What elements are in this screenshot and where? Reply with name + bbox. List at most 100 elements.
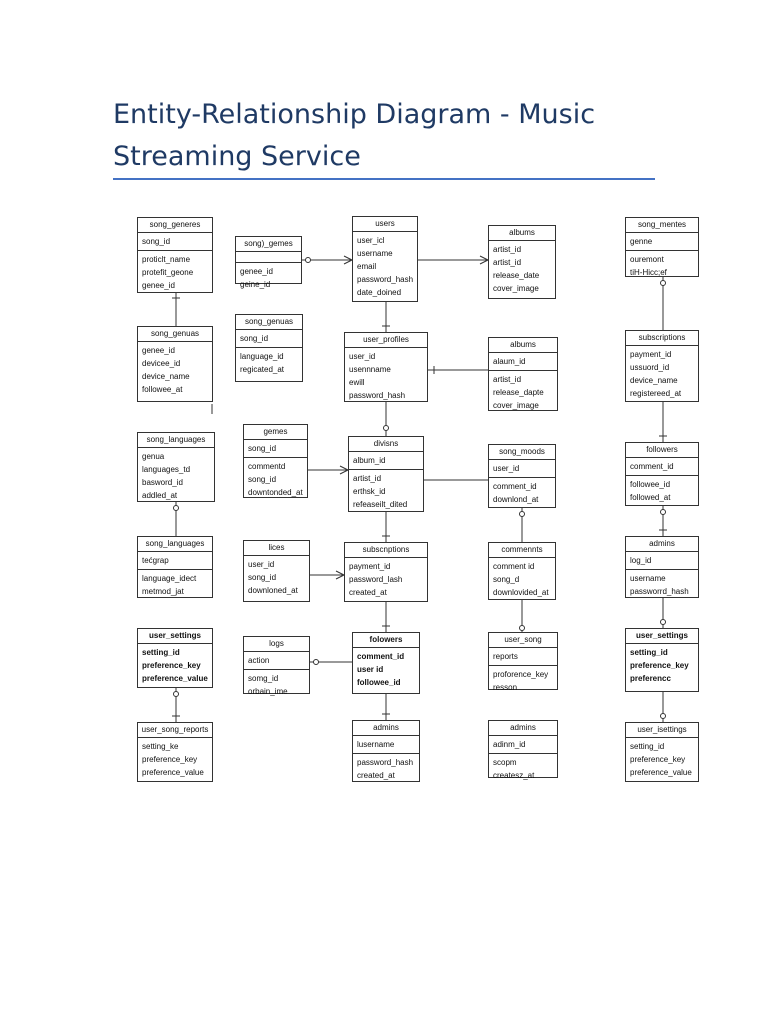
entity-section xyxy=(236,252,301,263)
entity-attribute: proticlt_name xyxy=(142,255,191,264)
entity-attribute: song_id xyxy=(248,573,277,582)
entity-attribute: song_id xyxy=(248,475,277,484)
entity-attribute: song_id xyxy=(240,334,269,343)
entity-attribute: cover_image xyxy=(493,401,539,410)
entity-attribute: followee_at xyxy=(142,385,183,394)
entity-section: lusername xyxy=(353,736,419,754)
crowfoot xyxy=(335,574,345,580)
entity-attribute: password_hash xyxy=(357,275,414,284)
entity-attribute: log_id xyxy=(630,556,652,565)
entity-attribute: genne xyxy=(630,237,653,246)
entity-title: gemes xyxy=(244,425,307,440)
entity-title: user_song xyxy=(489,633,557,648)
entity-attribute: action xyxy=(248,656,270,665)
entity-attribute: orbain_ime xyxy=(248,687,288,696)
crowfoot xyxy=(339,465,349,471)
entity-title: divisns xyxy=(349,437,423,452)
entity-attribute: user_id xyxy=(493,464,520,473)
entity-attribute: comment id xyxy=(493,562,535,571)
entity-section: adinm_id xyxy=(489,736,557,754)
entity-section: comment_id xyxy=(626,458,698,476)
entity-section: tećgrap xyxy=(138,552,212,570)
entity-attribute: comment_id xyxy=(493,482,537,491)
entity-title: admins xyxy=(353,721,419,736)
entity-attribute: song_d xyxy=(493,575,520,584)
entity-title: song_genuas xyxy=(236,315,302,330)
entity-attribute: scopm xyxy=(493,758,517,767)
entity-attribute: artist_id xyxy=(493,375,522,384)
entity-attribute: preference_value xyxy=(142,674,208,683)
entity-attribute: metmod_jat xyxy=(142,587,184,596)
entity-title: albums xyxy=(489,338,557,353)
entity-attribute: lusername xyxy=(357,740,395,749)
entity-attribute: setting_id xyxy=(630,742,665,751)
entity-attribute: ewill xyxy=(349,378,365,387)
entity-attribute: protefit_geone xyxy=(142,268,194,277)
rel-marker xyxy=(660,280,666,286)
entity-attribute: created_at xyxy=(357,771,395,780)
entity-section: song_id xyxy=(244,440,307,458)
entity-title: admins xyxy=(626,537,698,552)
entity-title: albums xyxy=(489,226,555,241)
entity-title: folowers xyxy=(353,633,419,648)
title-underline xyxy=(113,178,655,180)
entity-title: user_isettings xyxy=(626,723,698,738)
entity-title: user_song_reports xyxy=(138,723,212,738)
entity-attribute: tiH-Hicc;ef xyxy=(630,268,667,277)
entity-attribute: resson xyxy=(493,683,518,692)
entity-attribute: proforence_key xyxy=(493,670,549,679)
crowfoot xyxy=(343,259,353,265)
entity-attribute: payment_id xyxy=(630,350,672,359)
entity-attribute: createsz_at xyxy=(493,771,535,780)
entity-attribute: user id xyxy=(357,665,384,674)
entity-attribute: album_id xyxy=(353,456,386,465)
entity-section: genne xyxy=(626,233,698,251)
crowfoot xyxy=(335,570,345,576)
entity-title: users xyxy=(353,217,417,232)
entity-title: admins xyxy=(489,721,557,736)
entity-attribute: somg_id xyxy=(248,674,279,683)
rel-marker xyxy=(660,619,666,625)
entity-section: somg_id orbain_ime xyxy=(244,670,309,700)
entity-section: scopm createsz_at xyxy=(489,754,557,784)
entity-attribute: release_dapte xyxy=(493,388,544,397)
entity-attribute: date_doined xyxy=(357,288,402,297)
entity-attribute: song_id xyxy=(248,444,277,453)
entity-attribute: basword_id xyxy=(142,478,183,487)
entity-attribute: device_name xyxy=(142,372,190,381)
entity-attribute: usennname xyxy=(349,365,391,374)
entity-title: followers xyxy=(626,443,698,458)
entity-title: song_languages xyxy=(138,433,214,448)
entity-section: reports xyxy=(489,648,557,666)
entity-attribute: passworrd_hash xyxy=(630,587,689,596)
rel-marker xyxy=(519,625,525,631)
entity-attribute: song_id xyxy=(142,237,171,246)
entity-title: user_settings xyxy=(626,629,698,644)
entity-attribute: comment_id xyxy=(630,462,674,471)
entity-attribute: downlond_at xyxy=(493,495,539,504)
